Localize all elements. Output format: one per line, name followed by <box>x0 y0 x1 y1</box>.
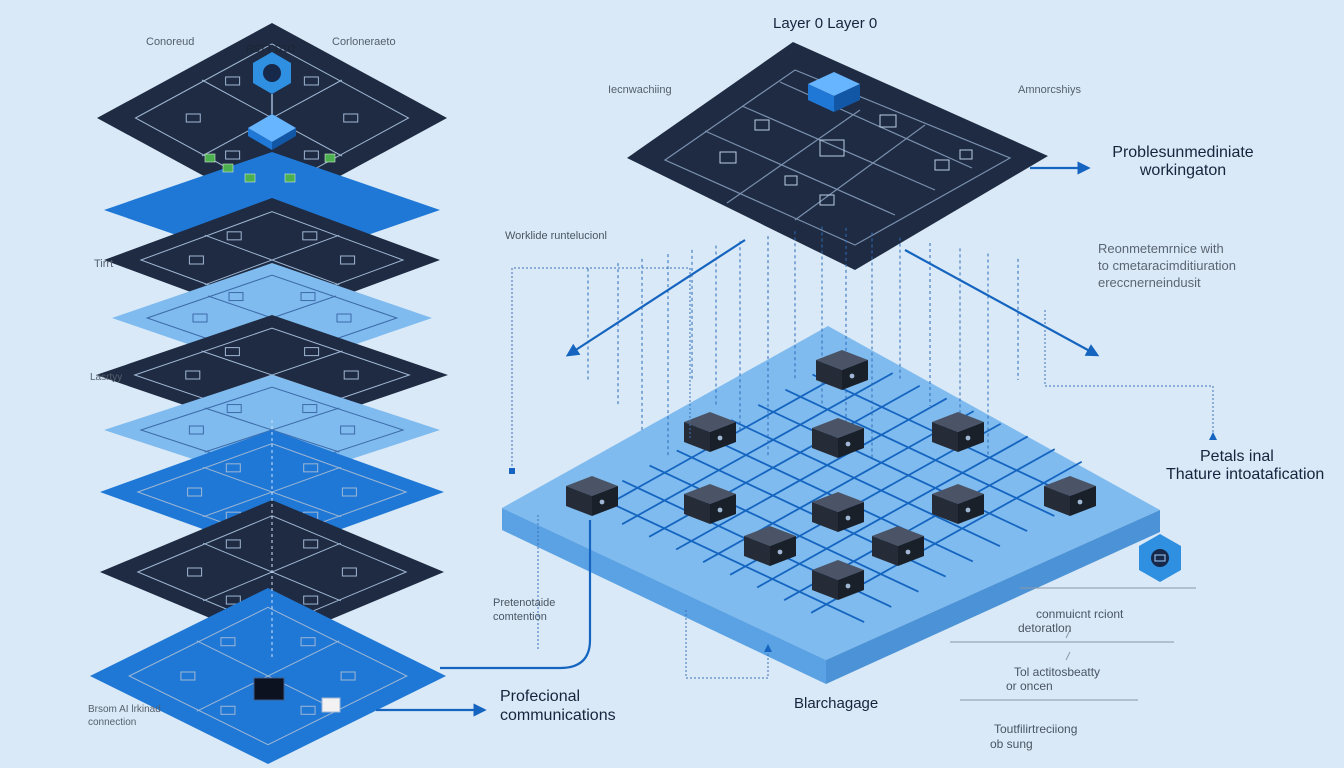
layer-stack <box>90 23 448 764</box>
label-pretenotaide-1: Pretenotaide <box>493 597 556 609</box>
network-node-10 <box>872 526 924 566</box>
label-above-top-left: Iecnwachiing <box>608 84 672 96</box>
network-node-2 <box>812 418 864 458</box>
label-top-left-c: Corloneraeto <box>332 36 396 48</box>
petals-line-1: Petals inal <box>1200 448 1274 465</box>
right-heading: Problesunmediniate workingaton <box>1098 144 1268 180</box>
network-nodes <box>566 350 1096 600</box>
layer-title: Layer 0 Layer 0 <box>773 15 878 32</box>
network-node-5 <box>684 484 736 524</box>
professional-communications: Profecional communications <box>500 687 616 725</box>
stack-top-icons <box>204 52 336 183</box>
label-tou-2: ob sung <box>990 737 1033 751</box>
label-connrcs-2: detoratlon <box>1018 621 1072 635</box>
right-heading-line-2: workingaton <box>1139 162 1227 179</box>
network-node-8 <box>1044 476 1096 516</box>
petals-heading: Petals inal Thature intoatafication <box>1160 448 1344 484</box>
petals-line-2: Thature intoatafication <box>1166 466 1325 483</box>
right-note-line-2: to cmetaracimditiuration <box>1098 258 1236 273</box>
label-connrcs-1: conmuicnt rciont <box>1036 607 1124 621</box>
right-note-line-1: Reonmetemrnice with <box>1098 241 1224 256</box>
stack-chip <box>253 677 341 713</box>
arrow-to-right-plane <box>904 249 1100 357</box>
network-node-11 <box>812 560 864 600</box>
label-tol-2: or oncen <box>1006 679 1053 693</box>
right-note-line-3: ereccnerneindusit <box>1098 275 1201 290</box>
hex-icon-right <box>1139 534 1181 582</box>
label-left-side-2: Lasrtyy <box>90 372 123 383</box>
label-worklide: Worklide runtelucionl <box>505 230 607 242</box>
professional-line-1: Profecional <box>500 688 581 705</box>
label-tol-1: Tol actitosbeatty <box>1014 665 1101 679</box>
label-tou-1: Toutfilirtreciiong <box>994 722 1078 736</box>
label-top-left-b: RSTT D1O <box>246 44 296 55</box>
label-bottom-left: Brsom AI lrkinad connection <box>88 704 161 728</box>
right-heading-line-1: Problesunmediniate <box>1112 144 1254 161</box>
right-note: Reonmetemrnice with to cmetaracimditiura… <box>1098 240 1236 291</box>
curve-connector <box>440 520 592 670</box>
label-top-left-a: Conoreud <box>146 36 195 48</box>
label-bottom-center: Blarchagage <box>794 695 879 712</box>
professional-line-2: communications <box>500 707 616 724</box>
stack-layer-8 <box>90 588 446 764</box>
arrow-to-left-plane <box>565 239 746 357</box>
network-node-4 <box>566 476 618 516</box>
label-pretenotaide-2: comtention <box>493 611 547 623</box>
label-left-side-1: Tirrt <box>94 258 114 270</box>
label-above-top-right: Amnorcshiys <box>1018 84 1081 96</box>
top-layer-cube <box>808 72 860 112</box>
network-node-9 <box>744 526 796 566</box>
network-node-7 <box>932 484 984 524</box>
top-layer-plate <box>627 42 1048 270</box>
network-node-6 <box>812 492 864 532</box>
network-node-3 <box>932 412 984 452</box>
network-node-0 <box>816 350 868 390</box>
